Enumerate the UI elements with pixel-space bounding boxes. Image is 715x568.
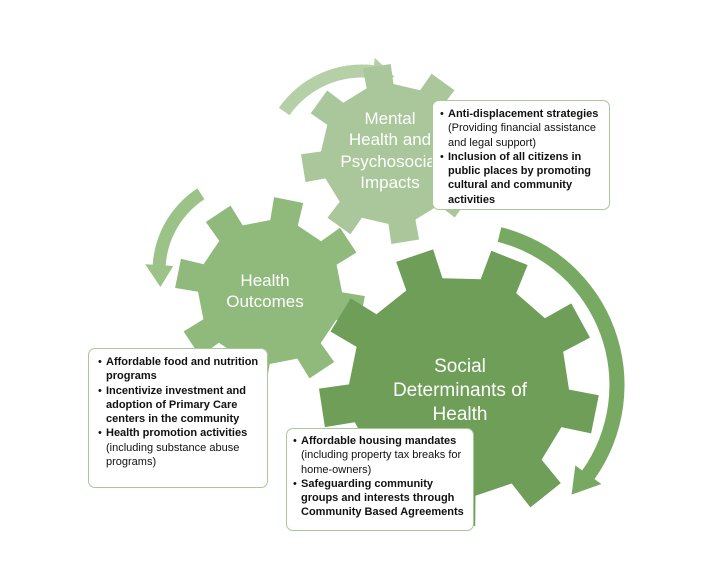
note-health-outcomes: Affordable food and nutrition programs I… (88, 348, 268, 488)
list-item: Incentivize investment and adoption of P… (98, 384, 261, 427)
gear-health-outcomes (175, 197, 365, 387)
list-item: Health promotion activities (including s… (98, 426, 261, 469)
note-mental-health: Anti-displacement strategies (Providing … (432, 100, 610, 210)
cycle-arrow-left (145, 188, 205, 287)
list-item: Anti-displacement strategies (Providing … (440, 107, 603, 150)
gear-mental-health-label: Mental Health and Psychosocial Impacts (340, 109, 440, 192)
list-item: Affordable food and nutrition programs (98, 355, 261, 384)
gear-social-determinants-label: Social Determinants of Health (392, 356, 528, 425)
list-item: Affordable housing mandates (including p… (293, 434, 467, 477)
gear-health-outcomes-label: Health Outcomes (226, 271, 304, 312)
note-social-determinants: Affordable housing mandates (including p… (286, 428, 474, 531)
cycle-arrow-right (497, 227, 625, 495)
list-item: Inclusion of all citizens in public plac… (440, 150, 603, 207)
list-item: Safeguarding community groups and intere… (293, 477, 467, 520)
